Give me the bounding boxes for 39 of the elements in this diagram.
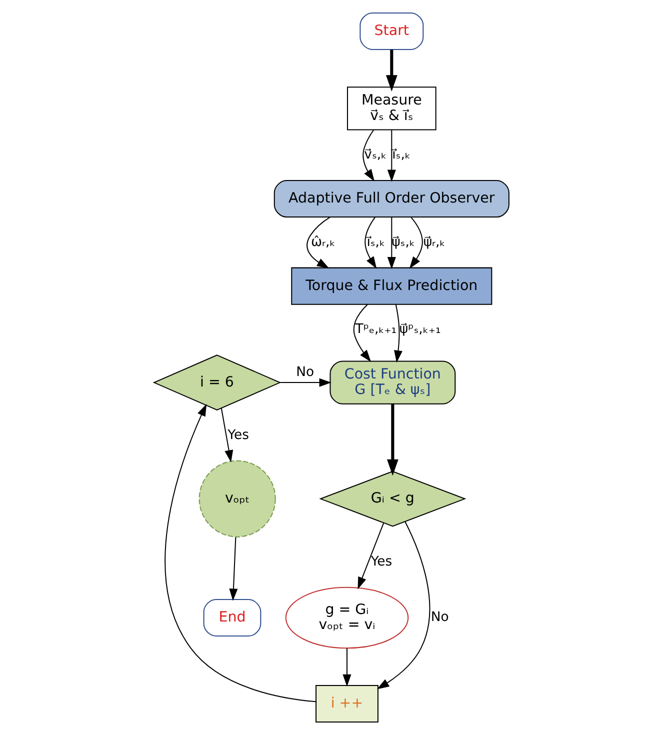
arrow (385, 50, 397, 92)
arrow (306, 216, 330, 268)
node-box: Torque & Flux Prediction (290, 267, 492, 305)
arrow (386, 130, 396, 182)
edge-label: Tᵖₑ,ₖ₊₁ (354, 322, 396, 338)
node-box: Cost Function G [Tₑ & ψₛ] (329, 360, 456, 404)
arrow (342, 648, 351, 687)
edge-label: v⃗ₛ,ₖ (364, 148, 386, 163)
arrow (408, 217, 422, 269)
edge-label: ψ⃗ᵣ,ₖ (422, 234, 445, 250)
node-box: Adaptive Full Order Observer (273, 180, 509, 218)
arrow (394, 304, 402, 363)
edge-label: i⃗ₛ,ₖ (366, 234, 385, 250)
edge-label: Yes (227, 428, 248, 443)
edge-label: No (430, 610, 448, 626)
arrow (228, 537, 238, 601)
edge-label: Yes (370, 554, 392, 570)
edge-label: ψ⃗ₛ,ₖ (391, 234, 415, 250)
node-ellipse: g = Gᵢ vₒₚₜ = vᵢ (284, 586, 408, 649)
edge-label: No (296, 364, 314, 380)
arrow (352, 304, 371, 362)
arrow (220, 408, 233, 462)
arrow (364, 216, 376, 269)
arrow (376, 521, 430, 690)
arrow (280, 378, 331, 387)
node-diamond: Gᵢ < g (318, 470, 466, 527)
node-diamond: i = 6 (152, 354, 281, 411)
arrow (357, 522, 384, 590)
node-box: Start (359, 12, 424, 50)
arrow (164, 404, 316, 702)
node-circle: vₒₚₜ (198, 460, 276, 538)
node-box: End (202, 598, 261, 637)
arrow (362, 129, 374, 182)
edge-label: ψ⃗ᵖₛ,ₖ₊₁ (398, 322, 440, 338)
node-box: i ++ (315, 684, 378, 723)
edge-label: ω̂ᵣ,ₖ (310, 234, 335, 250)
arrow (386, 217, 396, 270)
arrow (386, 404, 398, 476)
node-box: Measure v⃗ₛ & i⃗ₛ (346, 86, 436, 130)
